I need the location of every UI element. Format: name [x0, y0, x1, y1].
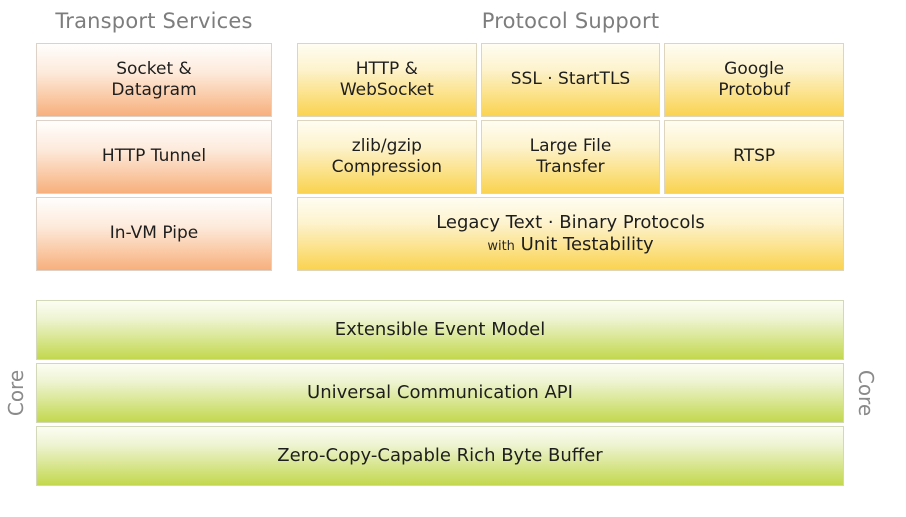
- box-label: Google Protobuf: [718, 58, 790, 100]
- core-label-left: Core: [4, 369, 28, 417]
- legacy-line-1: Legacy Text · Binary Protocols: [436, 211, 705, 233]
- box-universal-communication-api: Universal Communication API: [36, 363, 844, 423]
- box-label: Large File Transfer: [529, 135, 612, 177]
- transport-services-column: Socket & Datagram HTTP Tunnel In-VM Pipe: [36, 43, 272, 271]
- box-zlib-gzip-compression: zlib/gzip Compression: [297, 120, 477, 194]
- box-label: HTTP & WebSocket: [339, 58, 434, 100]
- legacy-line-2: with Unit Testability: [436, 234, 705, 257]
- box-label: HTTP Tunnel: [101, 146, 207, 167]
- core-label-right: Core: [854, 369, 878, 417]
- box-label: RTSP: [733, 146, 776, 167]
- box-large-file-transfer: Large File Transfer: [480, 120, 661, 194]
- box-zero-copy-byte-buffer: Zero-Copy-Capable Rich Byte Buffer: [36, 426, 844, 486]
- box-invm-pipe: In-VM Pipe: [36, 197, 272, 271]
- box-http-websocket: HTTP & WebSocket: [297, 43, 477, 117]
- box-label: Zero-Copy-Capable Rich Byte Buffer: [277, 444, 603, 466]
- box-legacy-protocols: Legacy Text · Binary Protocols with Unit…: [297, 197, 844, 271]
- box-label: Universal Communication API: [307, 381, 573, 403]
- box-label: zlib/gzip Compression: [331, 135, 442, 177]
- box-label: In-VM Pipe: [109, 223, 199, 244]
- transport-services-heading: Transport Services: [55, 9, 253, 33]
- box-ssl-starttls: SSL · StartTLS: [480, 43, 661, 117]
- box-label: Extensible Event Model: [334, 318, 546, 340]
- protocol-support-heading: Protocol Support: [481, 9, 660, 33]
- box-rtsp: RTSP: [664, 120, 844, 194]
- box-label: SSL · StartTLS: [510, 69, 631, 90]
- core-stack: Extensible Event Model Universal Communi…: [36, 300, 844, 486]
- legacy-protocols-text: Legacy Text · Binary Protocols with Unit…: [436, 212, 705, 257]
- box-label: Socket & Datagram: [111, 58, 197, 100]
- box-extensible-event-model: Extensible Event Model: [36, 300, 844, 360]
- box-socket-datagram: Socket & Datagram: [36, 43, 272, 117]
- protocol-support-grid: HTTP & WebSocket SSL · StartTLS Google P…: [297, 43, 844, 271]
- legacy-unit-testability-text: Unit Testability: [520, 234, 654, 255]
- box-google-protobuf: Google Protobuf: [664, 43, 844, 117]
- box-http-tunnel: HTTP Tunnel: [36, 120, 272, 194]
- legacy-with-text: with: [487, 239, 515, 254]
